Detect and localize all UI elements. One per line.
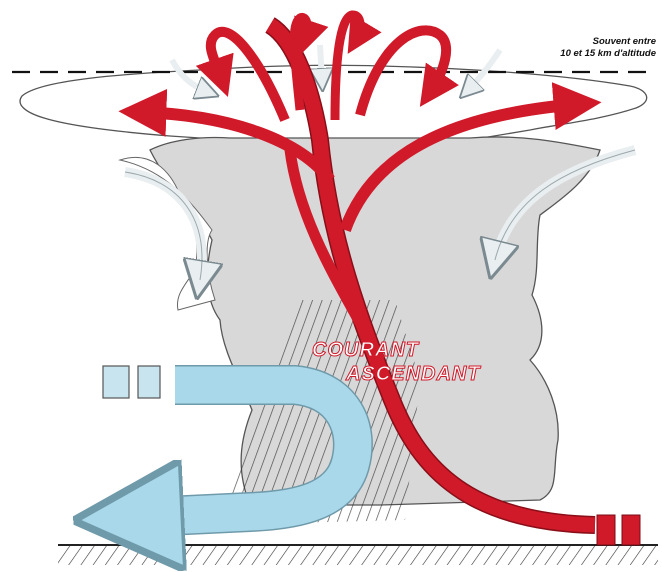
tropopause-label-line2: 10 et 15 km d'altitude [546,48,656,60]
tropopause-label: Souvent entre 10 et 15 km d'altitude [546,36,656,60]
updraft-label: COURANT ASCENDANT [300,338,500,386]
ground [58,545,658,565]
outflow-dash-1 [103,366,129,398]
updraft-label-line2: ASCENDANT [300,362,500,386]
inflow-dash-2 [622,515,640,545]
inflow-dash-1 [597,515,615,545]
updraft-label-line1: COURANT [300,338,500,362]
top-arrow-2 [320,45,322,80]
outflow-dash-2 [138,366,160,398]
tropopause-label-line1: Souvent entre [546,36,656,48]
